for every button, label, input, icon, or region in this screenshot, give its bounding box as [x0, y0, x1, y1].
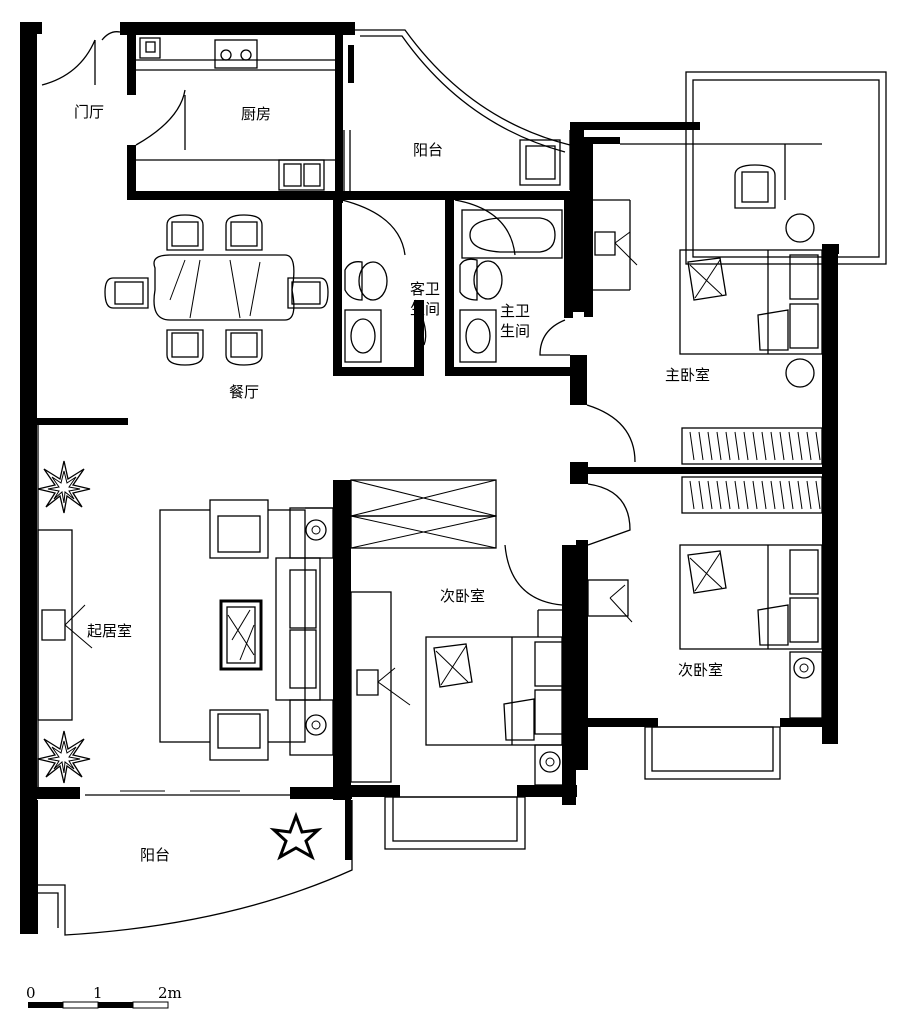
scale-tick-2: 2m — [158, 984, 182, 1002]
closet-hanger — [698, 480, 704, 510]
dining-chair — [166, 329, 204, 366]
closet-hanger — [797, 431, 803, 461]
closet-hanger — [788, 480, 794, 510]
window-lines — [37, 29, 887, 936]
closet-hanger — [698, 431, 704, 461]
closet-hanger — [770, 480, 776, 510]
room-label-balcony-north: 阳台 — [413, 141, 443, 159]
closet-hanger — [707, 480, 713, 510]
room-label-master-bath-line2: 生间 — [500, 322, 530, 340]
walls — [20, 22, 839, 934]
plant-icon — [37, 730, 91, 784]
room-label-master-bedroom: 主卧室 — [665, 366, 710, 384]
master-bedroom-furniture — [593, 143, 823, 514]
closet-hanger — [797, 480, 803, 510]
closet-hanger — [743, 431, 749, 461]
kitchen-fixtures — [136, 37, 561, 191]
room-label-second-bedroom-center: 次卧室 — [440, 587, 485, 605]
dining-chair — [225, 214, 263, 251]
closet-hanger — [743, 480, 749, 510]
room-label-guest-bath-line1: 客卫 — [410, 280, 440, 298]
closet-hanger — [734, 431, 740, 461]
room-label-kitchen: 厨房 — [241, 105, 271, 123]
dining-set — [104, 214, 329, 366]
living-furniture — [37, 499, 334, 790]
dining-chair — [104, 277, 149, 309]
closet-hanger — [716, 431, 722, 461]
second-bedroom-right-furniture — [587, 544, 823, 719]
room-label-second-bedroom-right: 次卧室 — [678, 661, 723, 679]
closet-hanger — [707, 431, 713, 461]
closet-hanger — [725, 480, 731, 510]
closet-hanger — [752, 431, 758, 461]
closet-hanger — [725, 431, 731, 461]
plant-icon — [37, 460, 91, 514]
closet-hanger — [779, 431, 785, 461]
bathroom-fixtures — [344, 209, 563, 363]
closet-hangers — [689, 431, 821, 510]
closet-hanger — [815, 431, 821, 461]
closet-hanger — [761, 480, 767, 510]
closet-hanger — [806, 480, 812, 510]
scale-tick-1: 1 — [93, 984, 103, 1002]
closet-hanger — [779, 480, 785, 510]
dining-chair — [225, 329, 263, 366]
closet-hanger — [689, 431, 695, 461]
closet-hanger — [770, 431, 776, 461]
room-label-living: 起居室 — [87, 622, 132, 640]
closet-hanger — [716, 480, 722, 510]
room-label-balcony-south: 阳台 — [140, 846, 170, 864]
closet-hanger — [752, 480, 758, 510]
closet-hanger — [806, 431, 812, 461]
closet-hanger — [689, 480, 695, 510]
scale-bar: 0 1 2m — [26, 984, 182, 1009]
closet-hanger — [815, 480, 821, 510]
scale-tick-0: 0 — [26, 984, 36, 1002]
second-bedroom-center-furniture — [350, 479, 564, 786]
closet-hanger — [734, 480, 740, 510]
room-label-master-bath-line1: 主卫 — [500, 302, 530, 320]
closet-hanger — [788, 431, 794, 461]
dining-chair — [166, 214, 204, 251]
armchair — [209, 709, 269, 761]
room-labels: 门厅 厨房 阳台 餐厅 客卫 生间 主卫 生间 主卧室 起居室 次卧室 次卧室 … — [74, 103, 723, 864]
plant-icon — [269, 811, 323, 861]
room-label-entry: 门厅 — [74, 103, 104, 121]
room-label-guest-bath-line2: 生间 — [410, 300, 440, 318]
room-label-dining: 餐厅 — [229, 383, 259, 401]
closet-hanger — [761, 431, 767, 461]
dining-chair — [287, 277, 329, 309]
armchair — [209, 499, 269, 559]
